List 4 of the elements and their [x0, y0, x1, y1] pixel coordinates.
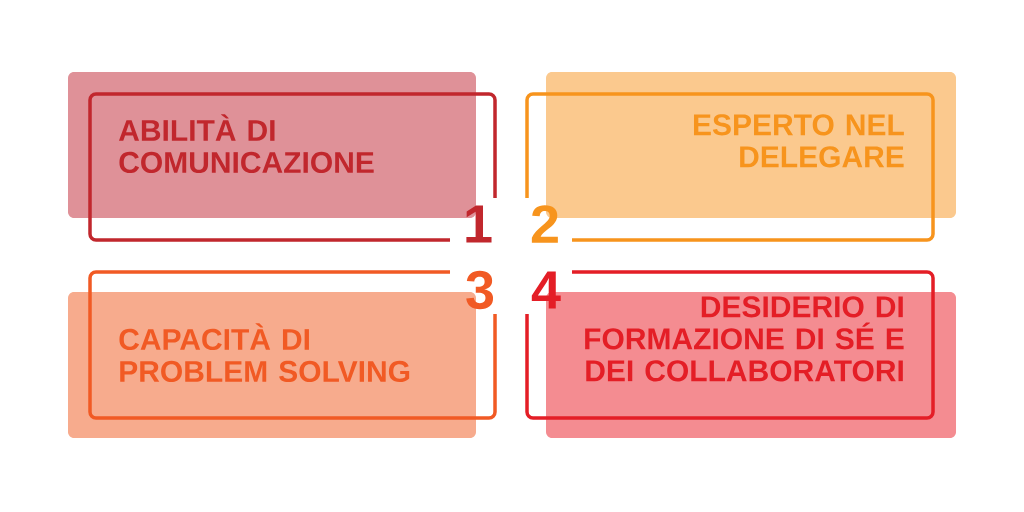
step-number: 3 [466, 270, 494, 310]
step-number: 2 [531, 205, 558, 243]
step-number: 1 [466, 205, 492, 243]
step-number: 4 [531, 271, 561, 309]
